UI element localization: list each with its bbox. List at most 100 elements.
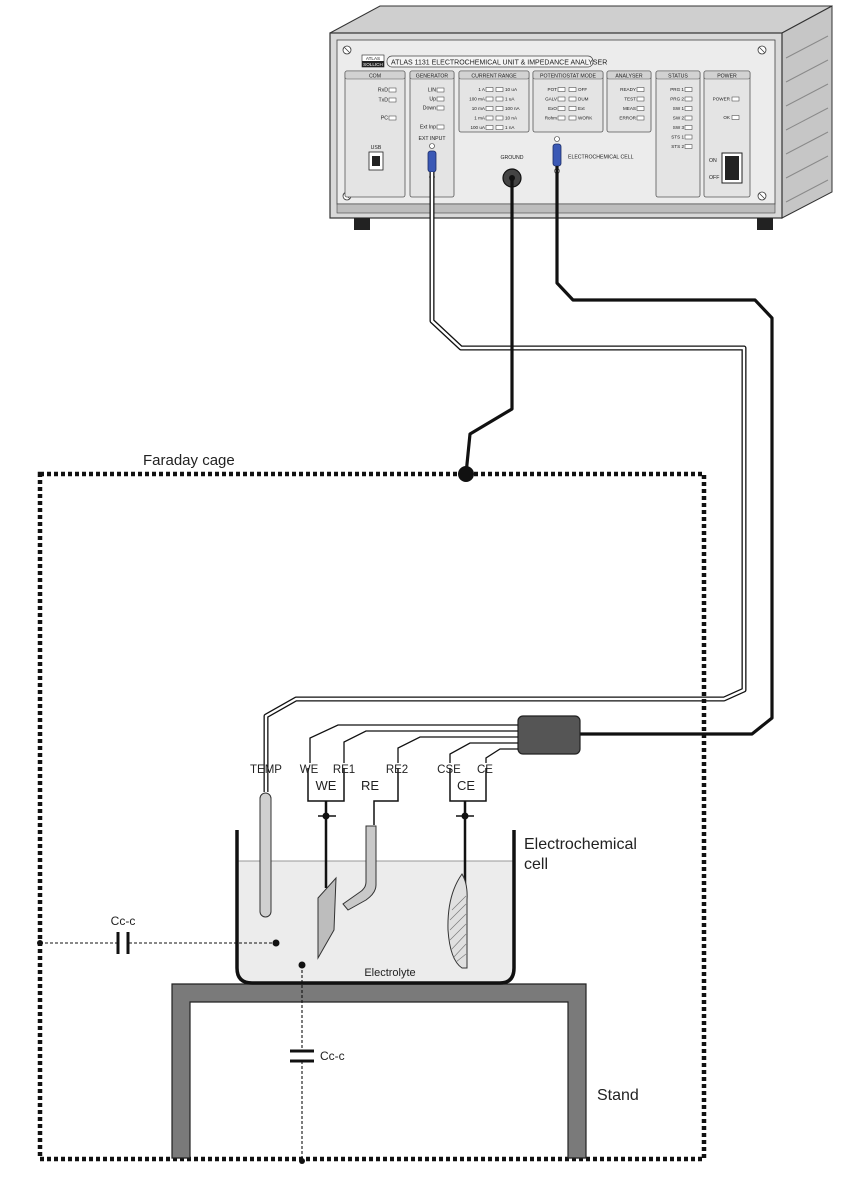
led-pc xyxy=(388,115,397,121)
we-electrode xyxy=(307,768,345,960)
range-leds-right xyxy=(495,87,504,130)
cse-terminal-label: CSE xyxy=(437,764,461,776)
led-label-sts1: STS 1 xyxy=(671,135,684,140)
atlas-instrument: ATLAS SOLLICH ATLAS 1131 ELECTROCHEMICAL… xyxy=(329,5,833,230)
mode-leds-right xyxy=(568,87,577,121)
led-label-sts2: STS 2 xyxy=(671,144,684,149)
analyser-panel: ANALYSER READY TEST MEAS ERROR xyxy=(606,70,652,133)
mode-label-galv: GALV xyxy=(545,97,558,102)
analyser-leds xyxy=(636,87,645,121)
potentiostat-mode-title: POTENTIOSTAT MODE xyxy=(540,73,596,79)
led-rxd xyxy=(388,87,397,93)
generator-title: GENERATOR xyxy=(416,73,449,79)
mode-label-work: WORK xyxy=(578,116,593,121)
status-leds xyxy=(684,87,693,149)
status-panel: STATUS PRG 1 PRG 2 SW 1 SW 2 SW 3 STS 1 … xyxy=(655,70,701,198)
led-up xyxy=(436,96,445,102)
power-title: POWER xyxy=(717,73,737,79)
capacitor-horizontal-label: Cc-c xyxy=(111,914,136,928)
brand-logo-bottom: SOLLICH xyxy=(363,62,383,67)
led-ext-inp xyxy=(436,124,445,130)
instrument-title: ATLAS 1131 ELECTROCHEMICAL UNIT & IMPEDA… xyxy=(391,60,607,67)
ground-label: GROUND xyxy=(500,155,523,161)
led-down xyxy=(436,105,445,111)
range-label-1na: 1 nA xyxy=(505,125,515,130)
power-on-label: ON xyxy=(709,158,717,164)
ce-electrode xyxy=(447,768,487,969)
led-label-meas: MEAS xyxy=(623,106,636,111)
com-panel: COM RxD TxD PC USB xyxy=(344,70,406,198)
cell-label-line1: Electrochemical xyxy=(524,836,637,853)
led-label-ready: READY xyxy=(620,87,636,92)
status-title: STATUS xyxy=(668,73,688,79)
current-range-title: CURRENT RANGE xyxy=(471,73,517,79)
mode-label-rohm: Rohm xyxy=(545,116,557,121)
capacitor-horizontal xyxy=(37,932,280,954)
potentiostat-mode-panel: POTENTIOSTAT MODE POT GALV ExO Rohm OFF … xyxy=(532,70,604,133)
cell-label-line2: cell xyxy=(524,856,548,873)
range-label-1ua: 1 uA xyxy=(505,97,515,102)
electrolyte xyxy=(237,861,514,983)
stand xyxy=(171,983,587,1159)
electrochemical-cell-connector[interactable] xyxy=(552,143,562,167)
usb-label: USB xyxy=(371,145,382,151)
mode-leds-left xyxy=(557,87,566,121)
capacitor-vertical-label: Cc-c xyxy=(320,1049,345,1063)
faraday-cage-label: Faraday cage xyxy=(143,452,235,469)
analyser-title: ANALYSER xyxy=(615,73,643,79)
cell-cable xyxy=(555,166,774,736)
led-power xyxy=(731,96,740,102)
re2-terminal-label: RE2 xyxy=(386,764,408,776)
re-electrode-label: RE xyxy=(361,778,379,793)
led-label-prg2: PRG 2 xyxy=(670,97,684,102)
mode-label-exo: ExO xyxy=(548,106,557,111)
led-label-ext-inp: Ext Inp xyxy=(420,125,436,131)
led-label-lin: LIN xyxy=(428,88,436,94)
electrochemical-cell-beaker xyxy=(235,830,516,985)
temperature-probe xyxy=(259,792,272,918)
led-label-sw1: SW 1 xyxy=(673,106,685,111)
electrochemical-cell-connector-label: ELECTROCHEMICAL CELL xyxy=(568,155,634,161)
ext-input-connector[interactable] xyxy=(427,150,437,173)
range-label-100ua: 100 uA xyxy=(470,125,485,130)
range-label-10ma: 10 mA xyxy=(472,106,486,111)
mode-label-dum: DUM xyxy=(578,97,589,102)
we-electrode-label: WE xyxy=(316,778,337,793)
ground-junction xyxy=(458,466,474,482)
capacitor-vertical xyxy=(290,961,314,1164)
instrument-foot-right xyxy=(757,218,773,230)
led-ok xyxy=(731,115,740,120)
cables xyxy=(263,166,774,792)
ce-electrode-label: CE xyxy=(457,778,475,793)
led-label-sw2: SW 2 xyxy=(673,116,685,121)
led-label-sw3: SW 3 xyxy=(673,125,685,130)
range-label-1a: 1 A xyxy=(478,87,486,92)
ext-input-label: EXT INPUT xyxy=(419,136,447,142)
ce-terminal-label: CE xyxy=(477,764,493,776)
side-vents xyxy=(785,35,829,203)
led-label-txd: TxD xyxy=(378,98,388,104)
led-label-prg1: PRG 1 xyxy=(670,87,684,92)
led-label-rxd: RxD xyxy=(378,88,388,94)
re1-terminal-label: RE1 xyxy=(333,764,355,776)
range-label-10ua: 10 uA xyxy=(505,87,518,92)
mode-label-ext: Ext xyxy=(578,106,585,111)
power-off-label: OFF xyxy=(709,175,719,181)
com-title: COM xyxy=(369,73,381,79)
electrolyte-label: Electrolyte xyxy=(364,967,415,979)
range-label-100na: 100 nA xyxy=(505,106,520,111)
generator-panel: GENERATOR LIN Up Down Ext Inp EXT INPUT xyxy=(409,70,455,198)
current-range-panel: CURRENT RANGE 1 A 100 mA 10 mA 1 mA 100 … xyxy=(458,70,530,133)
power-panel: POWER POWER OK ON OFF xyxy=(703,70,751,198)
led-label-down: Down xyxy=(423,106,436,112)
led-label-up: Up xyxy=(429,97,436,103)
led-label-pc: PC xyxy=(381,116,388,122)
instrument-foot-left xyxy=(354,218,370,230)
range-label-100ma: 100 mA xyxy=(469,97,486,102)
range-label-1ma: 1 mA xyxy=(474,116,486,121)
temp-label: TEMP xyxy=(250,764,282,776)
led-lin xyxy=(436,87,445,93)
led-label-error: ERROR xyxy=(619,116,636,121)
led-label-test: TEST xyxy=(624,97,636,102)
faraday-cage xyxy=(37,471,707,1162)
